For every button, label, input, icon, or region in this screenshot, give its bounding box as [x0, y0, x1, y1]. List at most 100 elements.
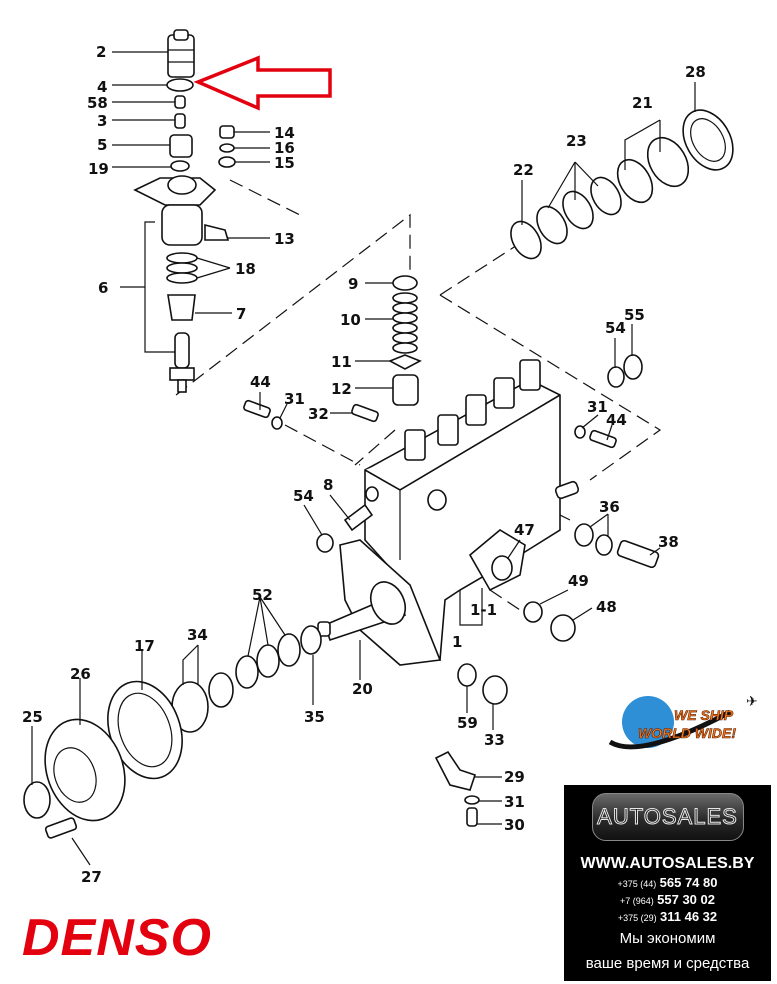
bolt-44-left — [243, 399, 271, 419]
phone-2-code: +7 (964) — [620, 896, 654, 906]
part-58 — [174, 95, 186, 109]
label-6: 6 — [98, 279, 108, 297]
washer-35 — [300, 625, 322, 655]
label-47: 47 — [514, 521, 535, 539]
washer-59 — [457, 663, 477, 687]
fitting-right — [554, 480, 580, 500]
label-8: 8 — [323, 476, 333, 494]
label-1: 1 — [452, 633, 462, 651]
shim-52a — [235, 655, 259, 689]
slogan-line-1: Мы экономим — [619, 930, 716, 947]
label-1-1: 1-1 — [470, 601, 497, 619]
slogan-line-2: ваше время и средства — [585, 955, 750, 972]
label-52: 52 — [252, 586, 273, 604]
label-15: 15 — [274, 154, 295, 172]
label-7: 7 — [236, 305, 246, 323]
washer-36a — [574, 523, 594, 547]
key-8 — [343, 503, 374, 532]
label-28: 28 — [685, 63, 706, 81]
part-5 — [169, 134, 193, 158]
bolt-27 — [44, 817, 78, 839]
label-44-left: 44 — [250, 373, 271, 391]
globe-icon — [622, 696, 674, 748]
delivery-valve-holder-2 — [167, 29, 195, 78]
shim-52c — [277, 633, 301, 667]
label-38: 38 — [658, 533, 679, 551]
label-54-lower: 54 — [293, 487, 314, 505]
screw-30 — [466, 807, 478, 827]
ship-line1: WE SHIP — [674, 707, 734, 723]
spring-3 — [174, 113, 186, 129]
label-2: 2 — [96, 43, 106, 61]
label-36: 36 — [599, 498, 620, 516]
phone-1[interactable]: +375 (44) 565 74 80 — [564, 875, 771, 890]
label-49: 49 — [568, 572, 589, 590]
nut-washers-14-16-15 — [218, 125, 236, 168]
bearing-group-upper — [510, 109, 734, 260]
cap-54-upper — [607, 366, 625, 388]
bolt-32 — [351, 403, 379, 423]
phone-2[interactable]: +7 (964) 557 30 02 — [564, 892, 771, 907]
label-29: 29 — [504, 768, 525, 786]
label-35: 35 — [304, 708, 325, 726]
label-20: 20 — [352, 680, 373, 698]
label-48: 48 — [596, 598, 617, 616]
o-ring-4 — [166, 78, 194, 92]
phone-3[interactable]: +375 (29) 311 46 32 — [564, 909, 771, 924]
label-12: 12 — [331, 380, 352, 398]
label-9: 9 — [348, 275, 358, 293]
label-13: 13 — [274, 230, 295, 248]
autosales-ad[interactable]: AUTOSALES WWW.AUTOSALES.BY +375 (44) 565… — [564, 785, 771, 981]
washer-19 — [170, 160, 190, 172]
plunger-barrel-6 — [133, 175, 230, 393]
phone-1-code: +375 (44) — [617, 879, 657, 889]
label-11: 11 — [331, 353, 352, 371]
ring-55 — [623, 354, 643, 380]
label-19: 19 — [88, 160, 109, 178]
cap-54-lower — [316, 533, 334, 553]
label-27: 27 — [81, 868, 102, 886]
seal-25 — [23, 781, 51, 819]
label-16: 16 — [274, 139, 295, 157]
bolt-44-right — [589, 429, 617, 449]
highlight-arrow-icon — [193, 55, 332, 111]
bearing-34-cone — [208, 672, 234, 708]
phone-3-number: 311 46 32 — [660, 909, 718, 924]
label-3: 3 — [97, 112, 107, 130]
label-10: 10 — [340, 311, 361, 329]
website-link[interactable]: WWW.AUTOSALES.BY — [580, 855, 755, 872]
camshaft-20 — [317, 581, 407, 642]
nut-48 — [550, 614, 576, 642]
phone-1-number: 565 74 80 — [659, 875, 718, 890]
label-44-right: 44 — [606, 411, 627, 429]
label-14: 14 — [274, 124, 295, 142]
label-58: 58 — [87, 94, 108, 112]
label-5: 5 — [97, 136, 107, 154]
ship-line2: WORLD WIDE! — [638, 725, 736, 741]
spring-seat-9 — [392, 275, 418, 291]
autosales-logo-text: AUTOSALES — [597, 804, 738, 830]
denso-logo: DENSO — [22, 909, 212, 967]
washer-31-lower — [464, 795, 480, 805]
orbit-swoosh — [608, 709, 732, 750]
plug-33 — [482, 675, 508, 705]
phone-3-code: +375 (29) — [617, 913, 657, 923]
washer-31-right — [574, 425, 586, 439]
washer-49 — [523, 601, 543, 623]
bracket-29 — [434, 750, 477, 791]
label-17: 17 — [134, 637, 155, 655]
label-31-right: 31 — [587, 398, 608, 416]
label-54-upper: 54 — [605, 319, 626, 337]
washer-36b — [595, 534, 613, 556]
label-18: 18 — [235, 260, 256, 278]
leader-lines — [31, 51, 696, 866]
label-55: 55 — [624, 306, 645, 324]
spring-10 — [392, 292, 418, 354]
label-31-left: 31 — [284, 390, 305, 408]
ship-worldwide-badge: WE SHIP WORLD WIDE! ✈ — [600, 690, 770, 760]
washer-31-left — [271, 416, 283, 430]
part-labels: 2 4 58 3 5 19 14 16 15 13 18 6 7 9 10 11… — [22, 43, 706, 886]
label-33: 33 — [484, 731, 505, 749]
phone-2-number: 557 30 02 — [657, 892, 715, 907]
